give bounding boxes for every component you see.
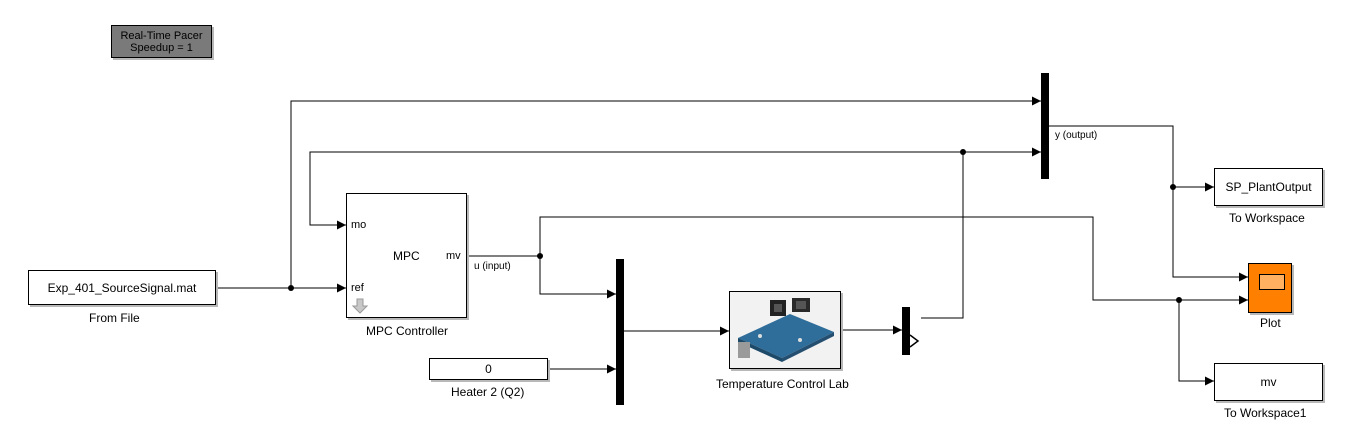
input-mux-block[interactable] (616, 259, 624, 405)
down-arrow-icon (352, 298, 368, 314)
plot-scope-block[interactable] (1248, 263, 1292, 313)
junction-dot (1176, 297, 1182, 303)
line-output-to-scope (1172, 187, 1248, 282)
signal-y-output-label: y (output) (1055, 130, 1098, 141)
scope-icon (1259, 274, 1285, 290)
to-workspace-block[interactable]: SP_PlantOutput (1214, 168, 1323, 206)
line-feedback-to-mo (921, 152, 964, 319)
mpc-port-mo: mo (351, 219, 367, 231)
output-mux-block[interactable] (1041, 73, 1049, 179)
real-time-pacer-block[interactable]: Real-Time Pacer Speedup = 1 (111, 25, 212, 58)
heater-constant-block[interactable]: 0 (429, 358, 548, 380)
to-workspace-caption: To Workspace (1229, 211, 1305, 225)
mpc-port-mv: mv (446, 250, 461, 262)
plot-caption: Plot (1260, 316, 1281, 330)
junction-dot (1170, 184, 1176, 190)
mpc-controller-block[interactable]: mo MPC mv ref (346, 193, 467, 318)
heater-caption: Heater 2 (Q2) (451, 385, 525, 399)
to-workspace1-caption: To Workspace1 (1224, 406, 1307, 420)
signal-u-input-label: u (input) (474, 261, 511, 272)
to-workspace-value: SP_PlantOutput (1225, 180, 1312, 194)
from-file-block[interactable]: Exp_401_SourceSignal.mat (28, 270, 216, 305)
to-workspace1-value: mv (1260, 375, 1277, 389)
demux-arrow-icon (909, 334, 920, 348)
from-file-value: Exp_401_SourceSignal.mat (47, 280, 197, 295)
line-output-mux-out (1049, 125, 1214, 192)
junction-dot (537, 253, 543, 259)
tclab-board-image (730, 292, 840, 368)
line-mv-to-workspace1 (1178, 300, 1214, 386)
output-demux-block[interactable] (902, 307, 910, 355)
pacer-line1: Real-Time Pacer (120, 29, 203, 42)
line-fromfile-to-output-mux (290, 96, 1041, 288)
to-workspace1-block[interactable]: mv (1214, 363, 1323, 401)
from-file-caption: From File (89, 311, 140, 325)
heater-value: 0 (485, 362, 492, 376)
mpc-port-ref: ref (351, 282, 364, 294)
junction-dot (288, 285, 294, 291)
line-mv-to-scope (539, 216, 1248, 305)
mpc-caption: MPC Controller (366, 324, 449, 338)
mpc-title: MPC (393, 249, 420, 263)
tclab-caption: Temperature Control Lab (716, 377, 849, 391)
junction-dot (960, 149, 966, 155)
line-feedback-to-mo-b (309, 151, 963, 230)
pacer-line2: Speedup = 1 (130, 41, 193, 54)
line-mv-to-input-mux (539, 256, 616, 299)
tclab-block[interactable] (729, 291, 841, 369)
